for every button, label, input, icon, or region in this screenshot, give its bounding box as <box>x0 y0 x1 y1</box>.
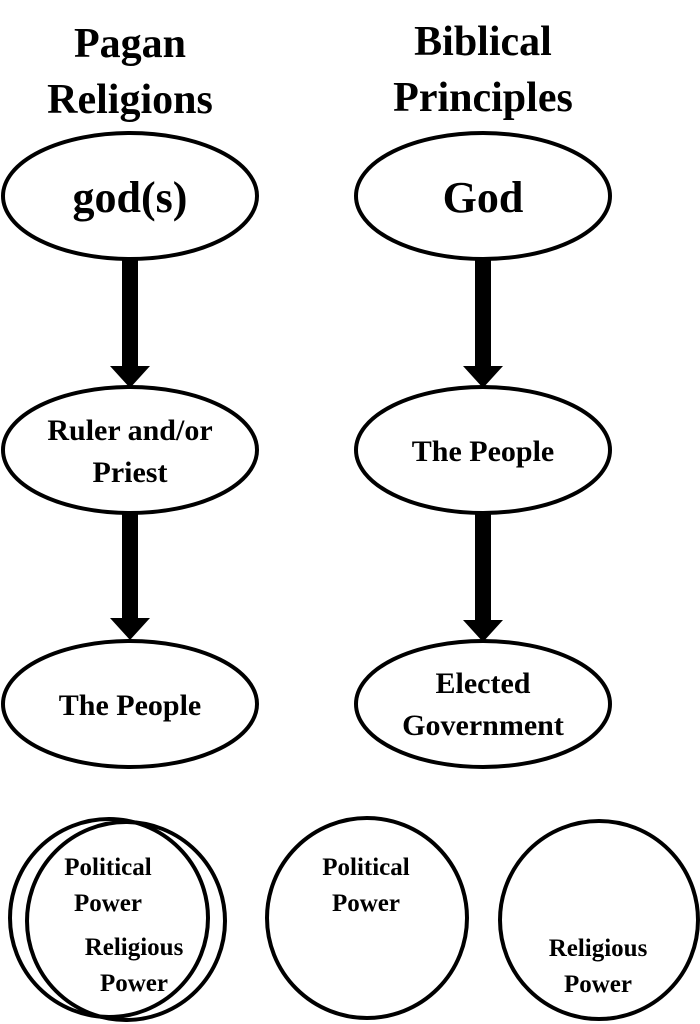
left-arrow-2-head <box>110 618 150 640</box>
left-arrow-2-shaft <box>122 512 138 626</box>
religious-power-label-line1: Religious <box>549 935 648 962</box>
political-power-label-line1: Political <box>322 854 410 881</box>
left-top-label: god(s) <box>73 173 188 222</box>
right-top-node <box>354 131 612 261</box>
overlap-political-label-line2: Power <box>74 890 142 917</box>
religious-power-label-line2: Power <box>564 971 632 998</box>
right-heading-line1: Biblical <box>414 19 552 65</box>
left-bottom-node <box>1 639 259 769</box>
right-arrow-1-shaft <box>475 259 491 375</box>
right-bottom-node <box>354 639 612 769</box>
overlap-religious-circle <box>25 820 227 1022</box>
left-bottom-label: The People <box>59 689 202 722</box>
left-arrow-1-head <box>110 366 150 388</box>
right-arrow-2-head <box>463 620 503 642</box>
left-middle-label-line1: Ruler and/or <box>47 414 212 447</box>
right-arrow-2-shaft <box>475 512 491 628</box>
left-middle-node <box>1 385 259 515</box>
left-top-node <box>1 131 259 261</box>
right-bottom-label-line2: Government <box>402 709 564 742</box>
religious-power-circle <box>498 819 700 1021</box>
left-middle-label-line2: Priest <box>93 456 168 489</box>
right-bottom-label-line1: Elected <box>436 667 531 700</box>
right-top-label: God <box>443 173 524 222</box>
overlap-political-label-line1: Political <box>64 854 152 881</box>
overlap-religious-label-line1: Religious <box>85 934 184 961</box>
overlap-religious-label-line2: Power <box>100 970 168 997</box>
left-arrow-1-shaft <box>122 259 138 375</box>
right-middle-node <box>354 385 612 515</box>
political-power-circle <box>265 816 469 1020</box>
right-heading-line2: Principles <box>393 75 573 121</box>
left-heading-line1: Pagan <box>74 21 186 67</box>
right-arrow-1-head <box>463 366 503 388</box>
left-heading-line2: Religions <box>47 77 213 123</box>
political-power-label-line2: Power <box>332 890 400 917</box>
right-middle-label: The People <box>412 435 555 468</box>
